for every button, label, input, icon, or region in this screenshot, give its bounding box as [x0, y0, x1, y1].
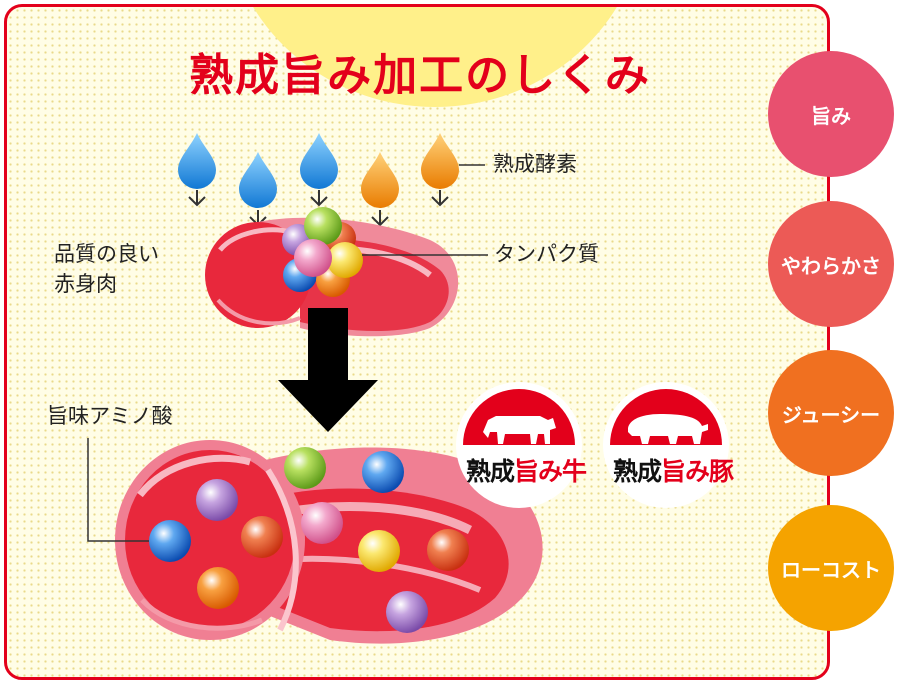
benefit-circle-umami: 旨み: [768, 51, 894, 177]
benefit-circle-juicy: ジューシー: [768, 350, 894, 476]
pork-badge-label: 熟成旨み豚: [613, 457, 734, 486]
pig-icon: [628, 414, 708, 444]
benefit-circle-tenderness: やわらかさ: [768, 201, 894, 327]
enzyme-drops: [178, 133, 485, 227]
enzyme-drop-icon: [421, 133, 459, 189]
beef-badge-label: 熟成旨み牛: [466, 457, 587, 486]
amino-acid-balls: [87, 438, 469, 633]
aged-meat: [115, 440, 543, 644]
process-arrow-icon: [278, 308, 378, 432]
enzyme-drop-icon: [178, 133, 216, 189]
protein-label: タンパク質: [494, 242, 599, 266]
meat-label: 品質の良い 赤身肉: [54, 242, 159, 296]
diagram-panel: 熟成旨み加工のしくみ: [4, 4, 830, 680]
enzyme-label: 熟成酵素: [493, 152, 577, 176]
enzyme-drop-icon: [300, 133, 338, 189]
enzyme-drop-icon: [361, 152, 399, 208]
protein-cluster: [282, 207, 488, 297]
diagram-title: 熟成旨み加工のしくみ: [189, 50, 651, 101]
benefit-circle-lowcost: ローコスト: [768, 505, 894, 631]
amino-acid-label: 旨味アミノ酸: [47, 404, 173, 428]
enzyme-drop-icon: [239, 152, 277, 208]
cow-icon: [483, 416, 556, 444]
beef-badge: [456, 382, 582, 508]
pork-badge: [603, 382, 729, 508]
